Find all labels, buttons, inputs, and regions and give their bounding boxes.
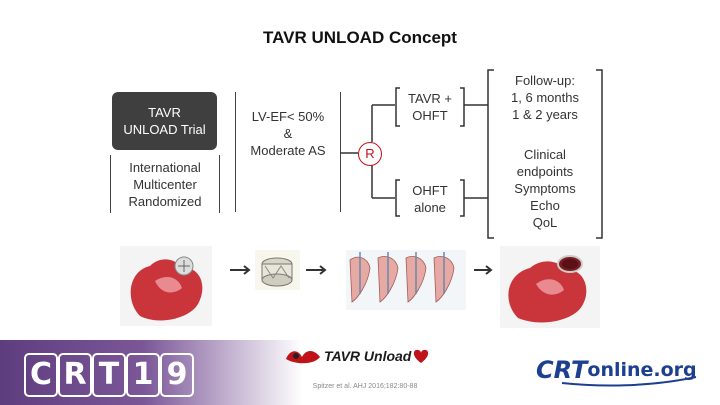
crt-letter-9: 9 — [160, 353, 194, 397]
heart-with-valve-illustration — [500, 246, 600, 328]
arm2-line1: OHFT — [412, 183, 448, 198]
crtonline-swoosh-icon — [561, 376, 697, 387]
endpoints-line1: Clinical — [524, 147, 566, 162]
trial-logo: TAVR Unload — [284, 345, 434, 367]
page-title: TAVR UNLOAD Concept — [263, 28, 457, 47]
citation: Spitzer et al. AHJ 2016;182:80-88 — [312, 383, 418, 390]
crt-letter-c: C — [24, 353, 58, 397]
arm1-line2: OHFT — [412, 108, 448, 123]
design-line1: International — [129, 160, 201, 175]
crt-letter-1: 1 — [126, 353, 160, 397]
trial-name-box: TAVR UNLOAD Trial — [112, 92, 217, 150]
arrow-3 — [474, 265, 493, 275]
followup-line1: Follow-up: — [515, 73, 575, 88]
criteria-line3: Moderate AS — [250, 143, 326, 158]
endpoints-line4: Echo — [530, 198, 560, 213]
arm2-line2: alone — [414, 200, 446, 215]
valve-illustration — [255, 250, 300, 290]
followup-block: Follow-up: 1, 6 months 1 & 2 years — [494, 72, 596, 123]
followup-line3: 1 & 2 years — [512, 107, 578, 122]
design-box: International Multicenter Randomized — [110, 155, 220, 213]
followup-line2: 1, 6 months — [511, 90, 579, 105]
tavr-procedure-illustration — [346, 250, 466, 310]
crtonline-prefix: CRT — [536, 356, 588, 384]
crtonline-logo: CRT online.org — [536, 352, 706, 388]
trial-logo-text: TAVR Unload — [324, 348, 412, 364]
randomization-label: R — [365, 146, 375, 161]
arm1-bracket — [395, 87, 465, 127]
endpoints-line3: Symptoms — [514, 181, 576, 196]
criteria-line1: LV-EF< 50% — [251, 109, 325, 124]
criteria-line2: & — [283, 126, 293, 141]
design-line2: Multicenter — [133, 177, 197, 192]
crtonline-suffix: online.org — [587, 359, 697, 381]
design-line3: Randomized — [128, 194, 202, 209]
heart-illustration — [120, 246, 212, 326]
trial-name-line1: TAVR — [148, 105, 181, 120]
trial-name-line2: UNLOAD Trial — [123, 122, 206, 137]
randomization-node: R — [358, 142, 382, 166]
crt-letter-t: T — [92, 353, 126, 397]
followup-bracket — [487, 69, 603, 239]
arm-tavr-ohft: TAVR + OHFT — [400, 90, 460, 124]
endpoints-block: Clinical endpoints Symptoms Echo QoL — [494, 146, 596, 231]
footer-banner — [0, 340, 720, 405]
trial-logo-icon — [286, 351, 320, 364]
endpoints-line2: endpoints — [516, 164, 574, 179]
arrow-2 — [306, 265, 327, 275]
trial-logo-heart-icon — [414, 349, 429, 363]
inclusion-criteria-box: LV-EF< 50% & Moderate AS — [235, 92, 341, 212]
arrow-1 — [230, 265, 251, 275]
crt-letter-r: R — [58, 353, 92, 397]
arm-ohft-alone: OHFT alone — [400, 182, 460, 216]
endpoints-line5: QoL — [532, 215, 558, 230]
arm1-line1: TAVR + — [408, 91, 452, 106]
